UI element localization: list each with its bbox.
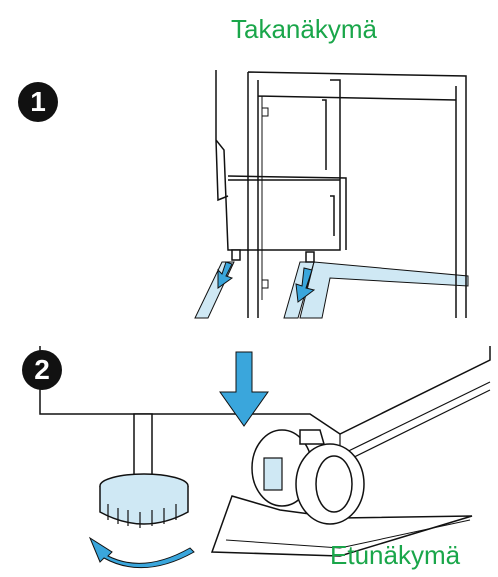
arrow-press-down <box>219 351 269 427</box>
leveling-knob-body <box>99 486 189 525</box>
caster-hub <box>315 455 353 513</box>
rear-arrows <box>217 261 316 303</box>
base-body <box>39 346 491 435</box>
rear-view-illustration <box>194 70 469 319</box>
step-badge-1: 1 <box>18 82 58 122</box>
bracket-top <box>261 107 269 117</box>
leveling-leg <box>133 413 153 481</box>
front-view-illustration <box>39 346 491 557</box>
caster-brake-lever <box>263 457 283 491</box>
floor-strip-base <box>299 261 469 319</box>
base-rail <box>329 381 491 465</box>
cabinet-body <box>215 70 341 251</box>
bracket-bottom <box>261 279 269 289</box>
front-arrows <box>88 351 269 569</box>
cabinet-shelf <box>227 99 347 250</box>
front-view-label: Etunäkymä <box>330 540 461 570</box>
stand-frame <box>247 71 467 318</box>
arrow-rotate <box>88 536 195 569</box>
caster-stem <box>299 429 325 445</box>
caster-tray <box>210 495 473 557</box>
arrow-left-down <box>217 261 234 289</box>
arrow-right-down <box>295 267 316 303</box>
rear-view-label: Takanäkymä <box>231 14 377 44</box>
foot-left <box>231 249 241 261</box>
foot-right <box>305 251 315 263</box>
step-badge-2: 2 <box>22 350 62 390</box>
